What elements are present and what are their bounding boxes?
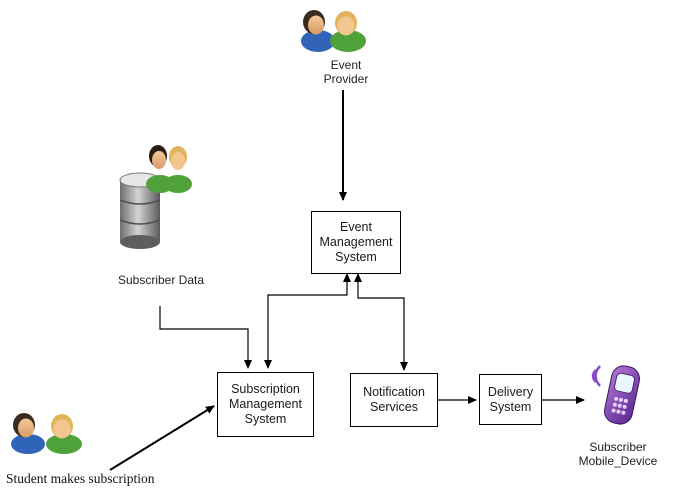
subscriber-data-label: Subscriber Data: [104, 273, 218, 287]
subscriber-device-label: Subscriber Mobile_Device: [568, 440, 668, 468]
delivery-system-box: Delivery System: [479, 374, 542, 425]
event-management-line-1: Event: [340, 220, 372, 234]
connectors: [109, 90, 585, 471]
event-management-line-3: System: [335, 250, 377, 264]
event-provider-line-1: Event: [330, 58, 362, 72]
delivery-system-line-1: Delivery: [487, 384, 534, 399]
subscription-management-box: Subscription Management System: [217, 372, 314, 437]
edge-event-notification-bidirectional: [354, 273, 408, 371]
subscriber-data-text: Subscriber Data: [117, 273, 205, 287]
notification-services-line-2: Services: [370, 400, 418, 414]
subscriber-device-line-2: Mobile_Device: [578, 454, 658, 468]
notification-services-box: Notification Services: [350, 373, 438, 427]
subscription-management-line-3: System: [244, 412, 287, 426]
subscription-management-line-2: Management: [229, 397, 302, 411]
event-provider-line-2: Provider: [323, 72, 369, 86]
subscriber-device-line-1: Subscriber: [589, 440, 647, 454]
event-management-line-2: Management: [319, 235, 393, 249]
users-icon: [11, 413, 82, 454]
edge-subscriber-data-to-subscription: [159, 306, 252, 369]
edge-subscription-event-bidirectional: [264, 273, 351, 369]
student-text: Student makes subscription: [6, 471, 155, 486]
notification-services-line-1: Notification: [363, 385, 425, 399]
edge-student-to-subscription: [109, 405, 215, 471]
event-provider-label: Event Provider: [296, 58, 396, 86]
delivery-system-line-2: System: [489, 399, 532, 414]
subscription-management-line-1: Subscription: [231, 382, 300, 396]
users-icon: [301, 10, 366, 52]
database-users-icon: [119, 145, 192, 249]
student-label: Student makes subscription: [6, 472, 216, 486]
event-management-box: Event Management System: [311, 211, 401, 274]
mobile-phone-icon: [591, 365, 640, 425]
